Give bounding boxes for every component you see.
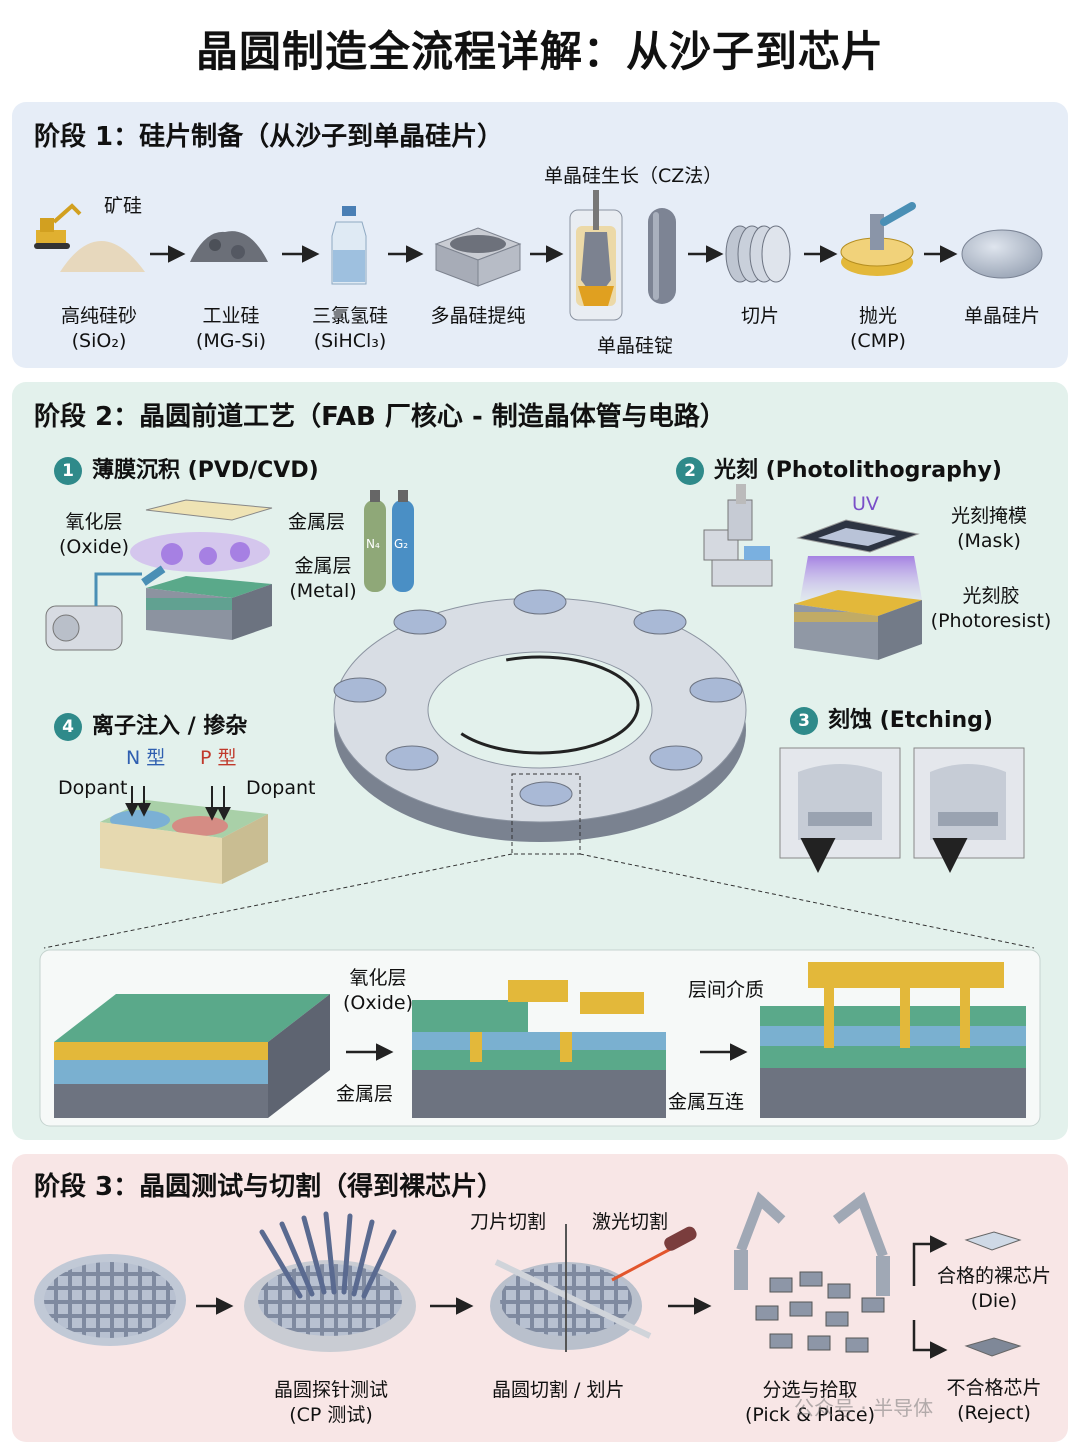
silicon-ingot-icon [648, 208, 676, 304]
uv-light-beam [800, 556, 922, 600]
cz-furnace-icon [569, 190, 623, 321]
lithography-stepper-icon [703, 484, 773, 587]
n-type-label: N 型 [126, 747, 166, 769]
robot-arm-icon-left [734, 1191, 786, 1290]
step-number-badge: 1 [54, 457, 82, 485]
metal-layer-label: 金属层 [336, 1083, 394, 1105]
dopant-label: Dopant [246, 777, 316, 799]
excavator-icon [34, 203, 82, 249]
ore-label: 矿硅 [104, 195, 143, 217]
reject-die-icon [964, 1337, 1022, 1357]
step-number-badge: 3 [790, 707, 818, 735]
ingot-label: 单晶硅锭 [596, 335, 673, 357]
page-title: 晶圆制造全流程详解：从沙子到芯片 [195, 27, 884, 76]
ild-label: 层间介质 [688, 979, 765, 1001]
stage2-heading: 阶段 2：晶圆前道工艺（FAB 厂核心 - 制造晶体管与电路） [34, 402, 726, 432]
laser-dicing-label: 激光切割 [592, 1211, 669, 1233]
watermark: 公众号 · 半导体 [794, 1396, 934, 1420]
step-label: 工业硅(MG-Si) [195, 305, 267, 352]
sort-label: 分选与拾取(Pick & Place) [744, 1379, 875, 1426]
sliced-ingot-icon [725, 225, 791, 283]
mask-label: 光刻掩模(Mask) [950, 505, 1027, 552]
step-label: 多晶硅提纯 [430, 305, 526, 327]
photoresist-wafer-icon [794, 590, 922, 660]
step-label: 抛光(CMP) [850, 305, 906, 352]
silica-sand-icon [60, 241, 145, 272]
zoom-guide-left [43, 853, 513, 949]
photoresist-label: 光刻胶(Photoresist) [930, 585, 1052, 632]
gas-label: G₂ [394, 537, 409, 551]
stage3-arrows [196, 1235, 948, 1359]
step-label: 单晶硅片 [963, 305, 1040, 327]
robot-arm-icon-right [832, 1191, 890, 1296]
cz-label: 单晶硅生长（CZ法） [544, 165, 723, 187]
reject-label: 不合格芯片(Reject) [946, 1377, 1042, 1424]
probe-card-icon [244, 1211, 416, 1352]
trichlorosilane-bottle-icon [331, 206, 367, 285]
sorted-dies-icon [755, 1271, 885, 1353]
polysilicon-box-icon [434, 227, 522, 287]
metal-layer-label: 金属层 [288, 511, 346, 533]
uv-label: UV [852, 493, 879, 515]
etching-chamber-1 [779, 747, 901, 873]
dicing-wafer-icon [490, 1224, 697, 1352]
cmp-polisher-icon [840, 202, 916, 276]
single-crystal-wafer-icon [961, 229, 1043, 279]
gas-label: N₄ [366, 537, 380, 551]
good-die-label: 合格的裸芯片(Die) [936, 1265, 1051, 1312]
wafer-ring-carousel [333, 589, 747, 855]
step-number-badge: 2 [676, 457, 704, 485]
step-label: 高纯硅砂(SiO₂) [60, 305, 137, 352]
good-die-icon [964, 1231, 1022, 1251]
oxide-label: 氧化层(Oxide) [342, 967, 414, 1014]
cross-section-patterned [412, 980, 666, 1118]
oxide-label: 氧化层(Oxide) [58, 511, 130, 558]
interconnect-label: 金属互连 [668, 1091, 745, 1113]
deposition-illustration [45, 499, 273, 651]
cross-section-interconnect [760, 962, 1026, 1118]
ion-implant-illustration [100, 786, 268, 884]
dicing-label: 晶圆切割 / 划片 [492, 1379, 625, 1401]
cross-section-blank [54, 994, 330, 1118]
step-label: 切片 [740, 305, 779, 327]
p-type-label: P 型 [200, 747, 237, 769]
metal-layer-label: 金属层(Metal) [289, 555, 357, 602]
blade-dicing-label: 刀片切割 [470, 1211, 547, 1233]
stage1-panel: 阶段 1：硅片制备（从沙子到单晶硅片） [12, 102, 1068, 368]
dopant-label: Dopant [58, 777, 128, 799]
step-label: 三氯氢硅(SiHCl₃) [311, 305, 388, 352]
etching-chamber-2 [913, 747, 1025, 873]
zoom-guide-right [579, 853, 1035, 949]
photomask-icon [796, 519, 920, 553]
step-number-badge: 4 [54, 713, 82, 741]
stage3-heading: 阶段 3：晶圆测试与切割（得到裸芯片） [34, 1172, 504, 1202]
metallurgical-silicon-icon [190, 231, 268, 262]
stage1-heading: 阶段 1：硅片制备（从沙子到单晶硅片） [34, 122, 504, 152]
diced-wafer-icon [34, 1254, 186, 1346]
probe-test-label: 晶圆探针测试(CP 测试) [273, 1379, 388, 1426]
gas-cylinders-icon [364, 490, 414, 592]
